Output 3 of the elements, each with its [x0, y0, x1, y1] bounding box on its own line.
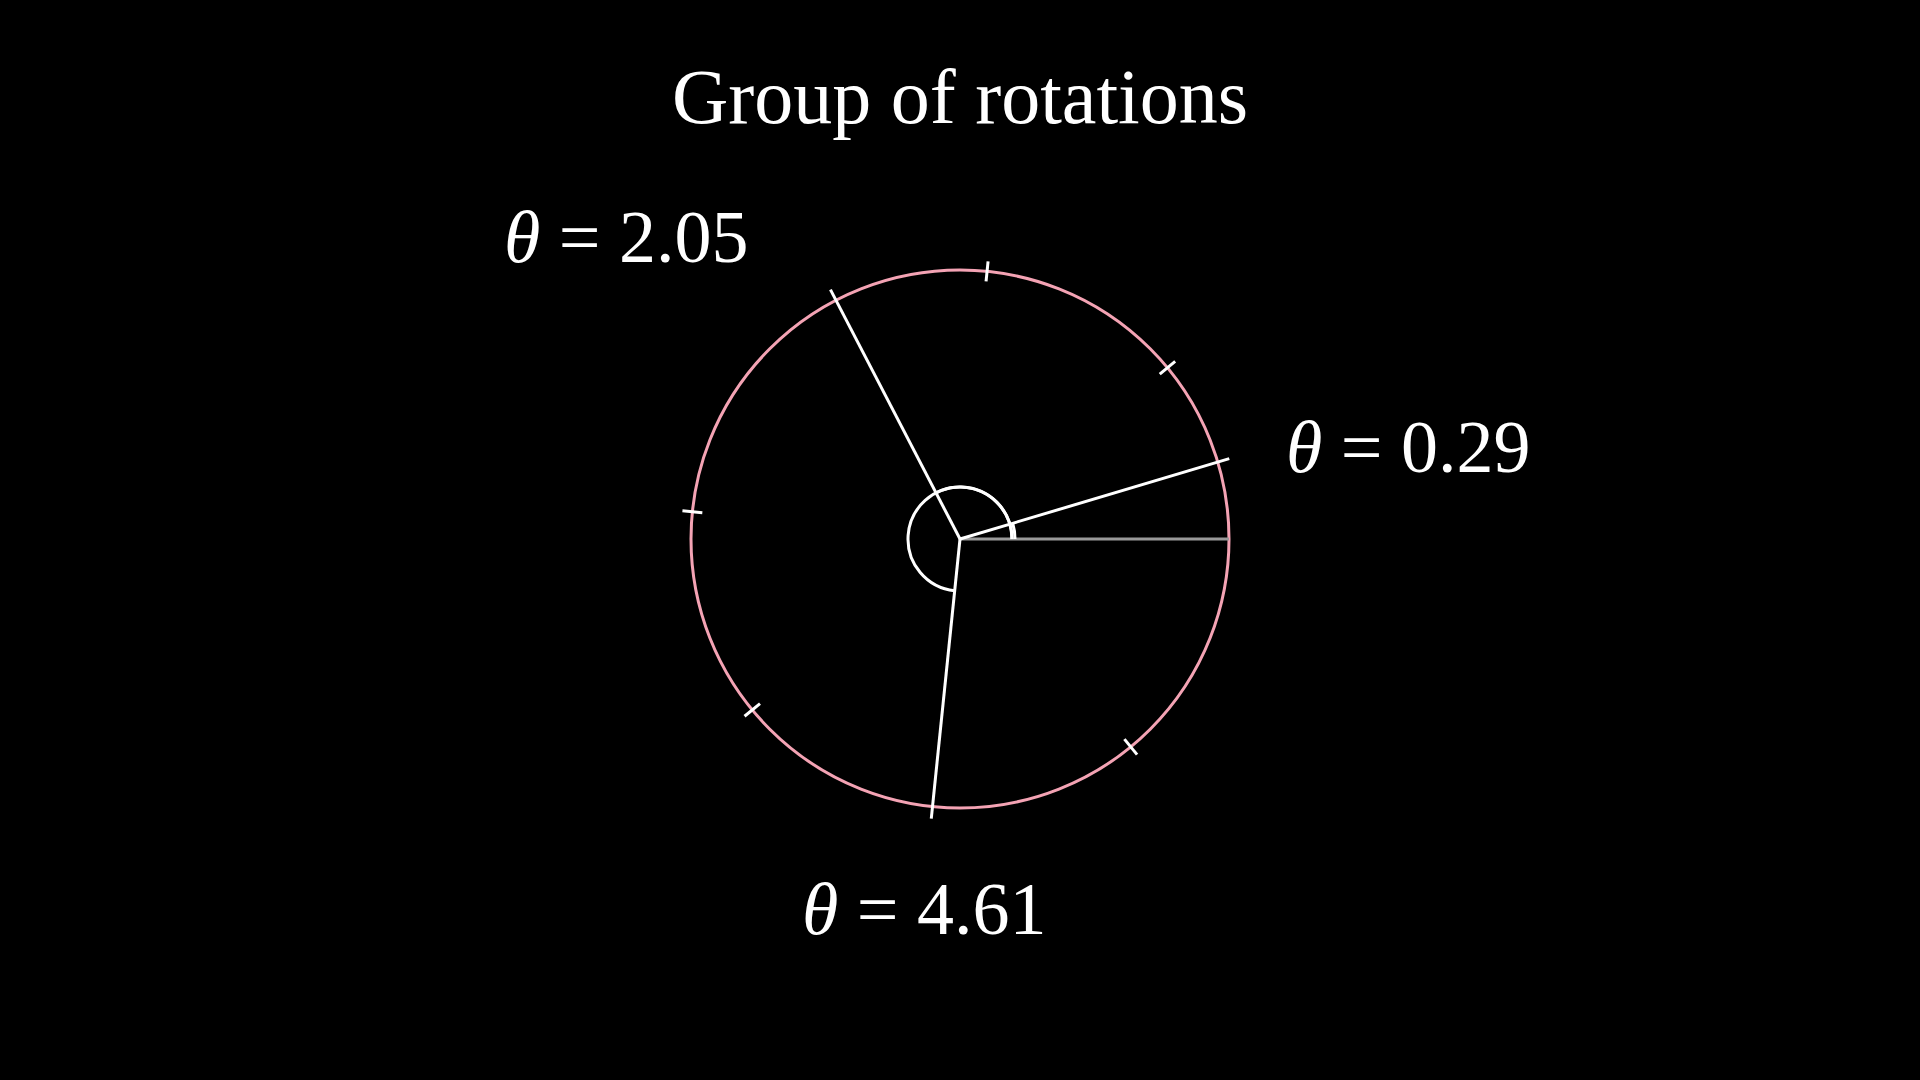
angle-label: θ = 4.61: [802, 872, 1047, 946]
angle-label: θ = 2.05: [504, 200, 749, 274]
angle-label: θ = 0.29: [1286, 410, 1531, 484]
